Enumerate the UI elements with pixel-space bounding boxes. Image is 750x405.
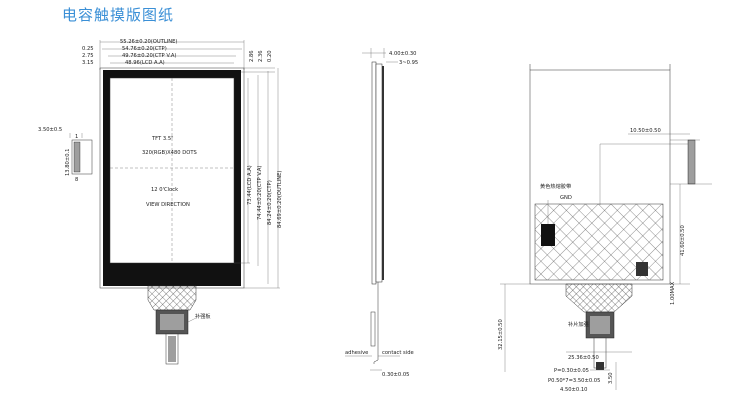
side-fpc [373,282,379,364]
dim-back-width: 25.36±0.50 [568,355,599,361]
text-clock: 12 0'Clock [151,187,178,193]
label-adhesive: adhesive [345,350,368,356]
fpc-contacts [73,141,81,173]
dim-ctp-va-height: 74.44±0.20(CTP V.A) [257,166,263,220]
dim-pins: P0.50*7=3.50±0.05 [548,378,600,384]
dim-side-350: 3.50 [608,372,614,384]
dim-left-1: 2.75 [82,53,94,59]
text-tft-size: TFT 3.5" [151,136,174,142]
dim-rt-2: 0.20 [267,50,273,62]
side-glass [371,61,377,285]
back-view: 10.50±0.50 黄色热熔胶带 GND 41.60±0.50 1.00MAX… [498,64,712,393]
label-tape: 黄色热熔胶带 [540,182,571,190]
dim-back-height: 41.60±0.50 [680,225,686,256]
front-right-top-dims: 2.86 2.36 0.20 [238,50,275,73]
dim-connector: 10.50±0.50 [630,128,661,134]
dim-outline-height: 84.69±0.20(OUTLINE) [277,171,283,228]
page-title: 电容触摸版图纸 [62,6,175,24]
front-view: 55.26±0.20(OUTLINE) 54.76±0.20(CTP) 49.7… [38,39,283,365]
dim-lcd-aa-width: 48.96(LCD A.A) [125,60,165,66]
text-resolution: 320(RGB)X480 DOTS [142,150,197,156]
front-bottom-fpc: 补强板 [147,285,211,365]
dim-ctp-height: 84.24±0.20(CTP) [267,180,273,225]
dim-fpc-length: 32.15±0.50 [498,319,504,350]
dim-outline-width: 55.26±0.20(OUTLINE) [120,39,177,45]
stiffener-label: 补强板 [195,312,211,320]
gnd-pad [541,224,555,246]
dim-side-fpc: 0.30±0.05 [382,372,409,378]
dim-left-0: 0.25 [82,46,94,52]
dim-left-2: 3.15 [82,60,94,66]
side-lcd [375,63,383,283]
label-gnd: GND [560,195,572,201]
front-top-dimensions: 55.26±0.20(OUTLINE) 54.76±0.20(CTP) 49.7… [82,39,245,70]
back-connector [687,139,696,185]
dim-pitch: P=0.30±0.05 [554,368,589,374]
front-right-dimensions: 73.44(LCD A.A) 74.44±0.20(CTP V.A) 84.24… [234,68,283,289]
left-fpc-detail: 3.50±0.5 13.80±0.1 1 8 [38,127,93,183]
dim-fpc-width-back: 4.50±0.10 [560,387,587,393]
side-view: 4.00±0.30 3~0.95 adhesive contact side 0… [345,48,418,378]
text-view-direction: VIEW DIRECTION [146,202,190,208]
dim-rt-0: 2.86 [249,50,255,62]
back-fpc [565,283,633,313]
pin-8-label: 8 [75,177,78,183]
pin-1-label: 1 [75,134,78,140]
dim-ctp-va-width: 49.76±0.20(CTP V.A) [122,53,176,59]
dim-back-max: 1.00MAX [670,281,676,305]
dim-side-thickness: 4.00±0.30 [389,51,416,57]
dim-ctp-width: 54.76±0.20(CTP) [122,46,167,52]
label-back-stiffener: 补片加强 [568,320,589,328]
label-contact: contact side [382,350,414,356]
dim-fpc-height: 13.80±0.1 [65,149,71,176]
dim-side-range: 3~0.95 [399,60,418,66]
fpc-gold-fingers [168,336,176,362]
dim-fpc-width: 3.50±0.5 [38,127,62,133]
dim-rt-1: 2.36 [258,50,264,62]
dim-lcd-aa-height: 73.44(LCD A.A) [247,165,253,205]
